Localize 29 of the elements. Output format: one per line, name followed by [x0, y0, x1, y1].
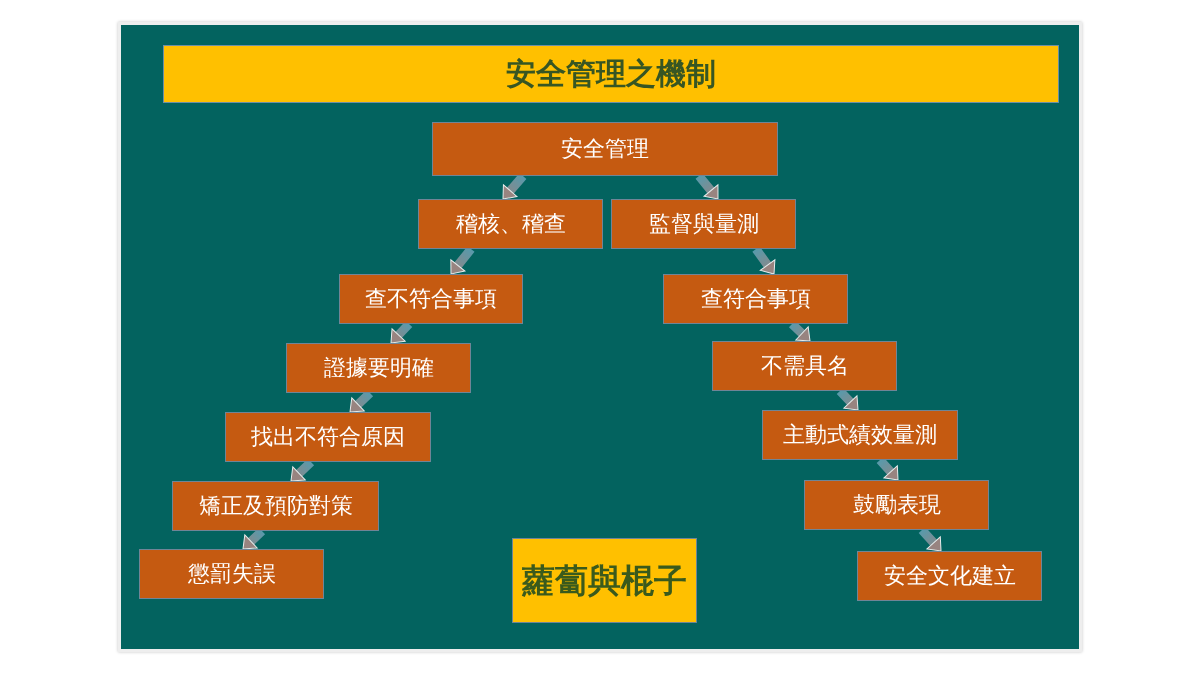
step-label: 矯正及預防對策	[198, 492, 353, 520]
process-box	[762, 410, 958, 460]
process-box	[857, 551, 1042, 601]
highlight-box	[512, 538, 697, 623]
process-box	[225, 412, 431, 462]
process-box	[418, 199, 603, 249]
highlight-label: 蘿蔔與棍子	[522, 560, 687, 601]
process-box	[804, 480, 989, 530]
process-box	[339, 274, 523, 324]
process-box	[172, 481, 379, 531]
step-label: 證據要明確	[323, 354, 434, 382]
process-box	[712, 341, 897, 391]
process-box	[432, 122, 778, 176]
step-label: 找出不符合原因	[251, 423, 405, 451]
step-label: 監督與量測	[648, 210, 759, 238]
step-label: 鼓勵表現	[852, 491, 941, 519]
process-box	[286, 343, 471, 393]
process-box	[611, 199, 796, 249]
title-text: 安全管理之機制	[506, 56, 716, 92]
step-label: 稽核、稽查	[455, 210, 566, 238]
process-box	[139, 549, 324, 599]
step-label: 查符合事項	[700, 285, 811, 313]
step-label: 不需具名	[760, 352, 849, 380]
process-box	[663, 274, 848, 324]
step-label: 安全文化建立	[883, 562, 1016, 590]
step-label: 安全管理	[561, 135, 649, 163]
step-label: 查不符合事項	[365, 285, 497, 313]
step-label: 懲罰失誤	[187, 560, 276, 588]
step-label: 主動式績效量測	[783, 421, 937, 449]
